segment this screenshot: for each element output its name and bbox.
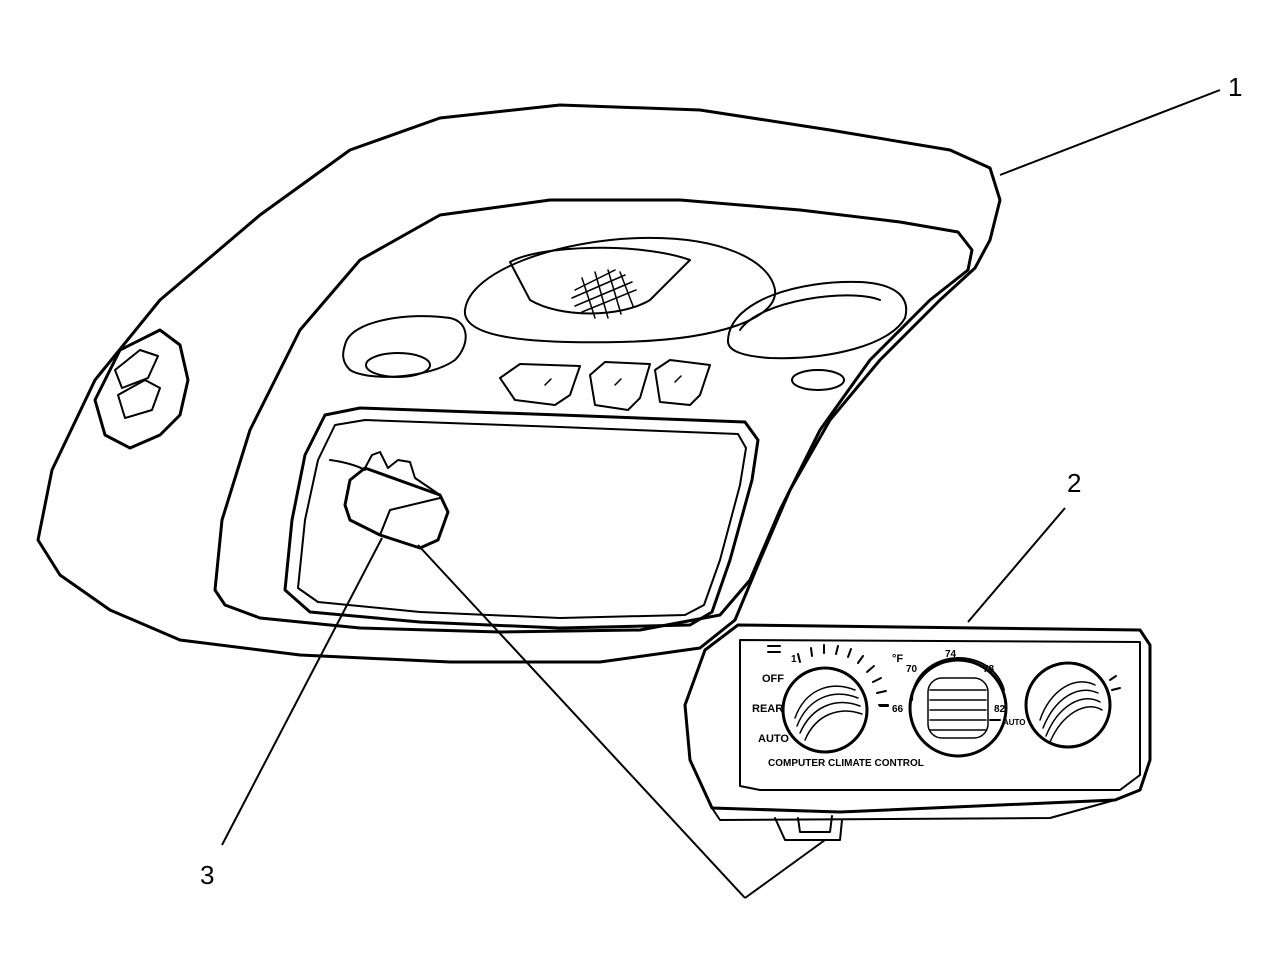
temp-mark-78: 78: [983, 664, 995, 675]
fan-label-off: OFF: [762, 673, 784, 685]
fan-scale-start: 1: [791, 654, 797, 665]
temp-mark-82: 82: [994, 704, 1006, 715]
callout-1: 1: [1228, 72, 1242, 102]
callout-leaders: [221, 89, 1221, 899]
temp-unit: °F: [892, 653, 903, 665]
temp-mark-74: 74: [945, 649, 957, 660]
panel-title: COMPUTER CLIMATE CONTROL: [768, 758, 924, 769]
temp-mark-70: 70: [906, 664, 918, 675]
climate-control-panel: OFF REAR AUTO 1 °F 66 70 74 78 82 AUTO C…: [683, 623, 1152, 841]
temp-mark-66: 66: [892, 704, 904, 715]
callout-2: 2: [1067, 468, 1081, 498]
callout-3: 3: [200, 860, 214, 890]
overhead-console-housing: [36, 103, 1002, 664]
temp-auto-label: AUTO: [1003, 718, 1026, 727]
fan-label-rear: REAR: [752, 703, 783, 715]
fan-label-auto: AUTO: [758, 733, 789, 745]
